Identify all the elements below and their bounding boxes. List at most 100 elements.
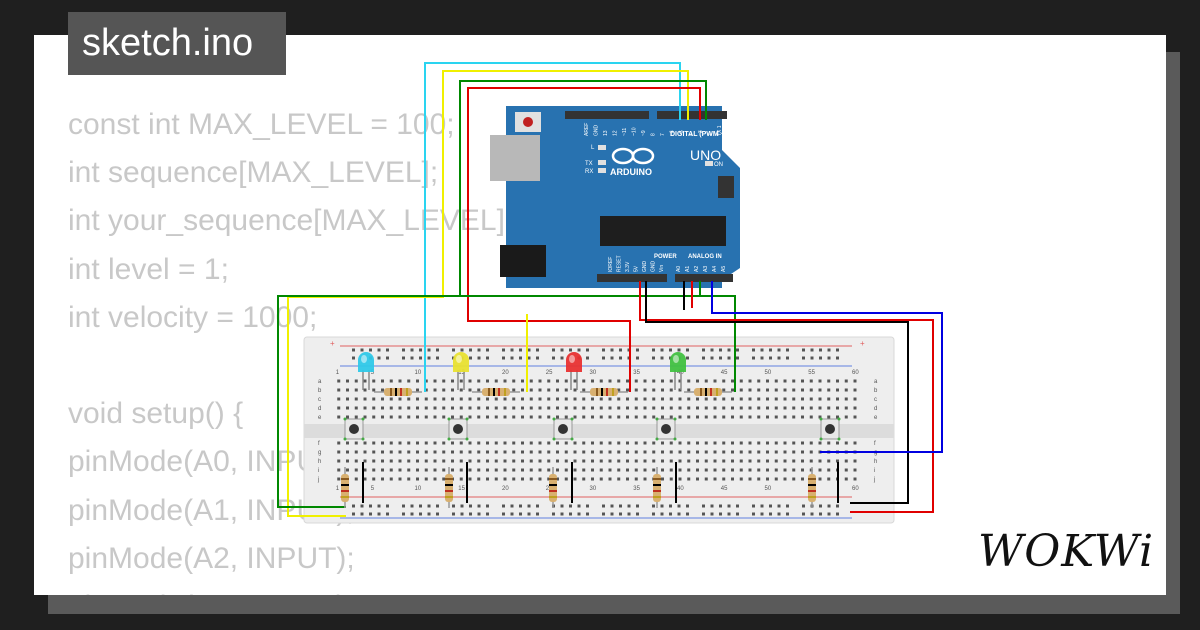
resistors [341, 388, 816, 508]
code-line: int velocity = 1000; [68, 300, 318, 334]
digital-pin-label: ~10 [632, 127, 638, 136]
power-jack [500, 245, 546, 277]
jumper-wires [362, 462, 839, 503]
bottom-pin-label: 5V [634, 265, 640, 272]
wire-black [645, 281, 909, 504]
resistor[interactable] [445, 467, 453, 508]
digital-pin-label: 7 [660, 133, 666, 136]
resistor[interactable] [374, 388, 422, 396]
row-letter: e [874, 415, 878, 421]
on-label: ON [714, 162, 723, 168]
digital-pin-label: AREF [584, 123, 590, 136]
led-red[interactable] [566, 352, 582, 390]
row-letter: d [874, 406, 877, 412]
led-blue[interactable] [358, 352, 374, 390]
digital-pin-label: 4 [689, 133, 695, 136]
sketch-filename: sketch.ino [68, 12, 286, 75]
push-button[interactable] [819, 417, 841, 441]
code-line: int sequence[MAX_LEVEL]; [68, 156, 439, 190]
push-button[interactable] [343, 417, 365, 441]
digital-pin-label: ~6 [670, 130, 676, 136]
digital-label: DIGITAL (PWM ~) [670, 131, 727, 138]
rx-label: RX [585, 169, 593, 175]
column-number: 50 [765, 486, 772, 492]
column-number: 35 [633, 486, 640, 492]
push-button[interactable] [552, 417, 574, 441]
power-label: POWER [654, 254, 677, 260]
push-buttons [343, 417, 841, 441]
column-number: 10 [415, 486, 422, 492]
resistor[interactable] [653, 467, 661, 508]
row-letter: e [318, 415, 322, 421]
bottom-pin-label: A1 [685, 266, 691, 272]
digital-pin-label: 8 [651, 133, 657, 136]
code-line: pinMode(A3, INPUT); [68, 583, 513, 595]
bottom-pin-label: IOREF [608, 257, 614, 272]
wire-red-top [467, 87, 701, 392]
code-background: const int MAX_LEVEL = 100; int sequence[M… [68, 101, 513, 595]
resistor[interactable] [684, 388, 732, 396]
row-letter: a [874, 379, 878, 385]
code-line: const int MAX_LEVEL = 100; [68, 108, 455, 141]
push-button[interactable] [655, 417, 677, 441]
wire-cyan [424, 62, 681, 392]
resistor[interactable] [341, 467, 349, 508]
breadboard-holes [337, 348, 857, 516]
row-letter: f [874, 441, 876, 447]
column-number: 15 [458, 370, 465, 376]
digital-pin-label: ~3 [698, 130, 704, 136]
wire-blue [711, 281, 943, 453]
uno-label: UNO [690, 147, 721, 163]
l-label: L [591, 145, 595, 151]
digital-pin-label: ~5 [679, 130, 685, 136]
resistor[interactable] [549, 467, 557, 508]
push-button[interactable] [447, 417, 469, 441]
column-number: 30 [590, 486, 597, 492]
column-number: 30 [590, 370, 597, 376]
row-letter: b [318, 388, 322, 394]
column-number: 20 [502, 370, 509, 376]
code-line: pinMode(A2, INPUT); [68, 541, 355, 575]
led-yellow[interactable] [453, 352, 469, 390]
row-letter: i [874, 468, 875, 474]
column-number: 1 [336, 370, 340, 376]
column-number: 5 [371, 486, 375, 492]
arduino-brand-label: ARDUINO [610, 167, 652, 177]
column-number: 20 [502, 486, 509, 492]
column-number: 55 [808, 370, 815, 376]
row-letter: c [318, 397, 321, 403]
led-green[interactable] [670, 352, 686, 390]
code-line: void setup() { [68, 397, 244, 431]
wire-green-left [277, 295, 736, 508]
row-letter: c [874, 397, 877, 403]
row-letter: d [318, 406, 321, 412]
resistor[interactable] [808, 467, 816, 508]
svg-text:+: + [330, 339, 335, 348]
row-letter: h [874, 459, 877, 465]
code-line: int your_sequence[MAX_LEVEL]; [68, 204, 514, 238]
wire-red-analog [639, 281, 934, 513]
digital-pin-label: ~11 [622, 128, 628, 136]
wire-yellow-led [526, 314, 528, 392]
bottom-pin-label: A2 [694, 266, 700, 272]
bottom-pin-label: 3.3V [625, 261, 631, 272]
column-number: 50 [765, 370, 772, 376]
column-number: 35 [633, 370, 640, 376]
resistor[interactable] [472, 388, 520, 396]
arduino-uno-board[interactable]: DIGITAL (PWM ~) UNO ARDUINO ON TX RX L P… [490, 106, 740, 288]
digital-pin-label: ~9 [641, 130, 647, 136]
resistor[interactable] [580, 388, 628, 396]
bottom-pin-label: A5 [721, 266, 727, 272]
arduino-logo-icon [611, 147, 655, 165]
column-number: 60 [852, 370, 859, 376]
row-letter: h [318, 459, 321, 465]
digital-pin-label: RX 0 [727, 125, 733, 136]
bottom-pin-label: A0 [676, 266, 682, 272]
column-number: 1 [336, 486, 340, 492]
column-number: 10 [415, 370, 422, 376]
